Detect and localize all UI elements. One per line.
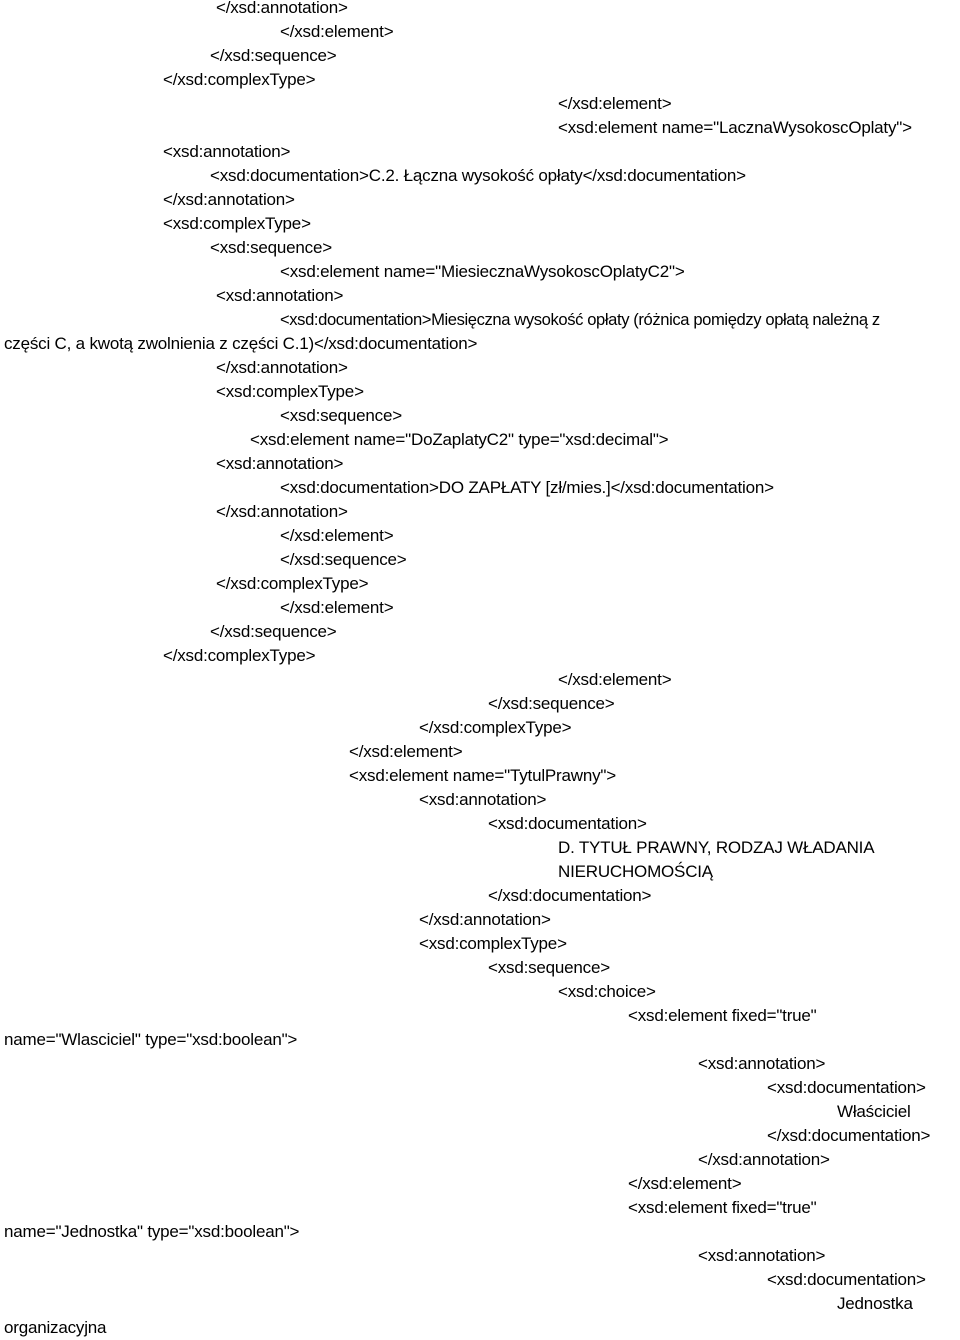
code-line: </xsd:complexType> (163, 646, 316, 665)
code-line: <xsd:annotation> (698, 1054, 826, 1073)
code-line: D. TYTUŁ PRAWNY, RODZAJ WŁADANIA (558, 838, 875, 857)
code-line: </xsd:annotation> (216, 502, 348, 521)
code-line: </xsd:sequence> (210, 622, 337, 641)
code-line: </xsd:annotation> (419, 910, 551, 929)
code-line: NIERUCHOMOŚCIĄ (558, 862, 713, 881)
code-line: <xsd:complexType> (163, 214, 311, 233)
code-line: </xsd:annotation> (698, 1150, 830, 1169)
code-line: </xsd:element> (558, 94, 672, 113)
code-line: <xsd:element name="MiesiecznaWysokoscOpl… (280, 262, 685, 281)
code-line: organizacyjna (4, 1318, 107, 1337)
code-line: </xsd:element> (558, 670, 672, 689)
code-line: <xsd:element name="DoZaplatyC2" type="xs… (250, 430, 669, 449)
code-line: <xsd:element fixed="true" (628, 1006, 817, 1025)
code-line: </xsd:documentation> (488, 886, 652, 905)
code-line: Właściciel (837, 1102, 911, 1121)
code-line: części C, a kwotą zwolnienia z części C.… (4, 334, 478, 353)
code-line: <xsd:sequence> (280, 406, 402, 425)
code-line: </xsd:element> (280, 22, 394, 41)
code-line: <xsd:documentation> (767, 1078, 926, 1097)
code-line: </xsd:complexType> (163, 70, 316, 89)
code-line: <xsd:documentation> (488, 814, 647, 833)
code-line: <xsd:annotation> (216, 454, 344, 473)
code-line: </xsd:element> (349, 742, 463, 761)
code-line: </xsd:sequence> (280, 550, 407, 569)
code-line: </xsd:element> (628, 1174, 742, 1193)
code-line: <xsd:sequence> (210, 238, 332, 257)
code-line: <xsd:annotation> (163, 142, 291, 161)
code-line: </xsd:sequence> (210, 46, 337, 65)
code-line: <xsd:annotation> (419, 790, 547, 809)
code-line: <xsd:documentation>DO ZAPŁATY [zł/mies.]… (280, 478, 774, 497)
code-line: </xsd:complexType> (216, 574, 369, 593)
code-line: <xsd:complexType> (216, 382, 364, 401)
code-line: </xsd:complexType> (419, 718, 572, 737)
code-line: <xsd:annotation> (216, 286, 344, 305)
code-line: </xsd:annotation> (216, 358, 348, 377)
code-line: <xsd:documentation> (767, 1270, 926, 1289)
code-line: <xsd:element name="LacznaWysokoscOplaty"… (558, 118, 912, 137)
code-line: <xsd:element name="TytulPrawny"> (349, 766, 616, 785)
code-line: </xsd:element> (280, 598, 394, 617)
code-line: <xsd:sequence> (488, 958, 610, 977)
code-line: name="Wlasciciel" type="xsd:boolean"> (4, 1030, 298, 1049)
code-line: <xsd:documentation>Miesięczna wysokość o… (280, 310, 880, 329)
code-line: <xsd:annotation> (698, 1246, 826, 1265)
code-line: <xsd:choice> (558, 982, 656, 1001)
code-line: name="Jednostka" type="xsd:boolean"> (4, 1222, 300, 1241)
code-line: </xsd:annotation> (163, 190, 295, 209)
code-line: <xsd:complexType> (419, 934, 567, 953)
code-line: </xsd:documentation> (767, 1126, 931, 1145)
code-line: <xsd:element fixed="true" (628, 1198, 817, 1217)
code-line: </xsd:element> (280, 526, 394, 545)
code-line: <xsd:documentation>C.2. Łączna wysokość … (210, 166, 746, 185)
code-line: </xsd:sequence> (488, 694, 615, 713)
code-line: Jednostka (837, 1294, 913, 1313)
code-line: </xsd:annotation> (216, 0, 348, 17)
